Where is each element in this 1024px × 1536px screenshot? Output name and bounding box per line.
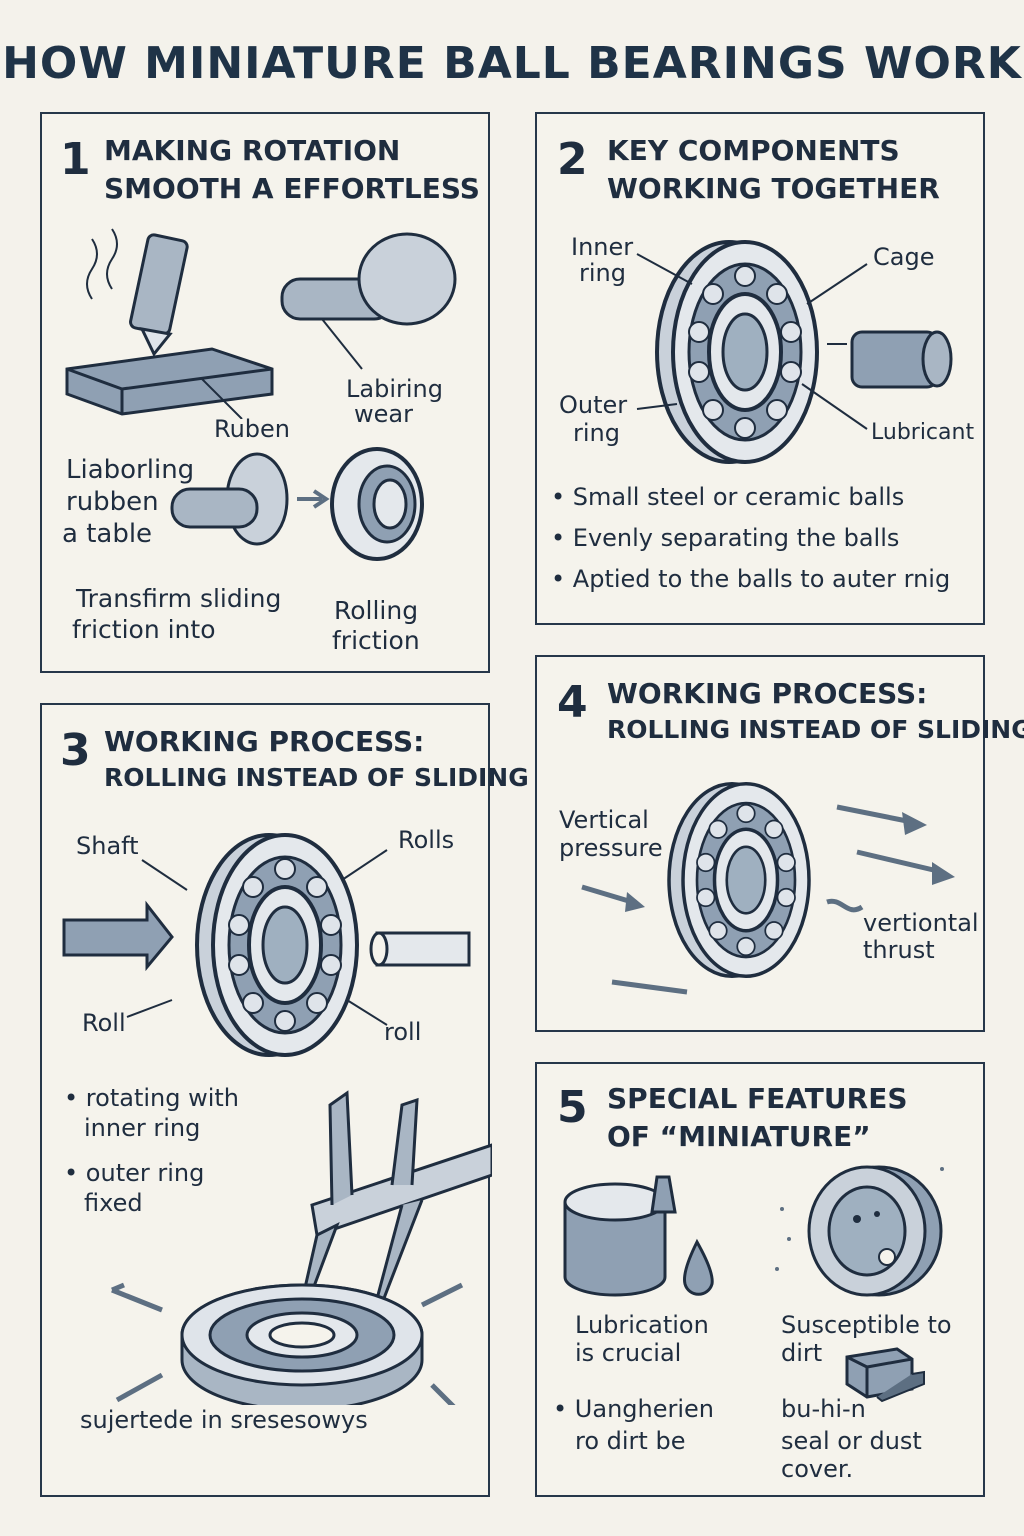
bullet-1: • Small steel or ceramic balls bbox=[551, 483, 905, 511]
panel-title-line2: ROLLING INSTEAD OF SLIDING bbox=[607, 715, 1024, 744]
panel-number: 1 bbox=[60, 134, 91, 185]
panel-5-special-features: 5 SPECIAL FEATURES OF “MINIATURE” Lubric… bbox=[535, 1062, 985, 1497]
sliding-tool-illustration bbox=[65, 228, 457, 419]
shaft-to-bearing-illustration bbox=[170, 447, 424, 561]
label-inner: Inner bbox=[571, 233, 634, 261]
label-transfirm-sliding: Transfirm sliding bbox=[76, 584, 282, 613]
roller-illustration bbox=[850, 330, 953, 389]
label-cover: cover. bbox=[781, 1455, 854, 1483]
caption: sujertede in sresesowys bbox=[80, 1406, 368, 1434]
bullet-text: Small steel or ceramic balls bbox=[572, 483, 905, 511]
panel-number: 4 bbox=[557, 677, 588, 728]
shaft-and-arrows bbox=[62, 849, 471, 1026]
label-rubben: rubben bbox=[66, 487, 159, 517]
label-roll-lower: roll bbox=[384, 1018, 422, 1046]
label-roll: Roll bbox=[82, 1009, 126, 1037]
label-lubrication: Lubrication bbox=[575, 1311, 709, 1339]
label-is-crucial: is crucial bbox=[575, 1339, 682, 1367]
dirty-bearing-illustration bbox=[775, 1165, 944, 1297]
label-cage: Cage bbox=[873, 243, 935, 271]
label-susceptible: Susceptible to bbox=[781, 1311, 952, 1339]
label-friction: friction bbox=[332, 626, 420, 655]
panel-number: 5 bbox=[557, 1082, 588, 1133]
panel-2-key-components: 2 KEY COMPONENTS WORKING TOGETHER Inner … bbox=[535, 112, 985, 625]
label-shaft: Shaft bbox=[76, 832, 139, 860]
bullet-text: Aptied to the balls to auter rnig bbox=[572, 565, 951, 593]
label-vertiontal: vertiontal bbox=[863, 909, 979, 937]
label-friction-into: friction into bbox=[72, 615, 216, 644]
bullet-text: rotating with bbox=[85, 1084, 240, 1112]
label-outer: Outer bbox=[559, 391, 628, 419]
label-a-table: a table bbox=[62, 519, 153, 549]
panel-title-line2: ROLLING INSTEAD OF SLIDING bbox=[104, 763, 529, 792]
seal-block-illustration bbox=[845, 1347, 925, 1403]
bullet-text: Uangherien bbox=[574, 1395, 715, 1423]
bullet-outer-ring-cont: fixed bbox=[84, 1189, 143, 1217]
bullet-outer-ring: • outer ring bbox=[64, 1159, 205, 1187]
caliper-measuring-bearing-illustration bbox=[111, 1090, 492, 1405]
bullet-rotating-cont: inner ring bbox=[84, 1114, 201, 1142]
leader-lines bbox=[636, 253, 868, 430]
label-pressure: pressure bbox=[559, 834, 663, 862]
label-vertical: Vertical bbox=[559, 806, 649, 834]
label-rolling: Rolling bbox=[334, 596, 419, 625]
panel-title-line2: OF “MINIATURE” bbox=[607, 1120, 871, 1153]
panel-title-line2: WORKING TOGETHER bbox=[607, 172, 940, 205]
label-rolls: Rolls bbox=[398, 826, 455, 854]
bullet-uangherien: • Uangherien bbox=[553, 1395, 715, 1423]
page-title: HOW MINIATURE BALL BEARINGS WORK bbox=[2, 38, 1022, 89]
panel-title-line2: SMOOTH A EFFORTLESS bbox=[104, 172, 480, 205]
label-thrust: thrust bbox=[863, 936, 935, 964]
panel-title-line1: WORKING PROCESS: bbox=[607, 677, 928, 710]
label-liaborling: Liaborling bbox=[66, 455, 195, 485]
bullet-text: outer ring bbox=[85, 1159, 205, 1187]
panel-title-line1: WORKING PROCESS: bbox=[104, 725, 425, 758]
bullet-rotating: • rotating with bbox=[64, 1084, 240, 1112]
label-outer-ring: ring bbox=[573, 419, 620, 447]
panel-title-line1: KEY COMPONENTS bbox=[607, 134, 900, 167]
bullet-2: • Evenly separating the balls bbox=[551, 524, 900, 552]
panel-4-working-process: 4 WORKING PROCESS: ROLLING INSTEAD OF SL… bbox=[535, 655, 1024, 1032]
panel-title-line1: MAKING ROTATION bbox=[104, 134, 401, 167]
label-ruben: Ruben bbox=[214, 415, 291, 443]
panel-1-making-rotation: 1 MAKING ROTATION SMOOTH A EFFORTLESS Ru… bbox=[40, 112, 490, 673]
panel-number: 3 bbox=[60, 725, 91, 776]
label-seal-or-dust: seal or dust bbox=[781, 1427, 922, 1455]
panel-3-working-process: 3 WORKING PROCESS: ROLLING INSTEAD OF SL… bbox=[40, 703, 529, 1497]
label-wear: wear bbox=[354, 400, 413, 428]
force-arrows bbox=[581, 804, 955, 995]
lubricant-can-illustration bbox=[563, 1175, 714, 1297]
label-lubricant: Lubricant bbox=[871, 420, 975, 445]
bullet-3: • Aptied to the balls to auter rnig bbox=[551, 565, 951, 593]
label-bu-hi-n: bu-hi-n bbox=[781, 1395, 866, 1423]
label-inner-ring: ring bbox=[579, 259, 626, 287]
bullet-text: Evenly separating the balls bbox=[572, 524, 900, 552]
panel-title-line1: SPECIAL FEATURES bbox=[607, 1082, 908, 1115]
label-labiring: Labiring bbox=[346, 375, 443, 403]
bullet-uangherien-cont: ro dirt be bbox=[575, 1427, 686, 1455]
panel-number: 2 bbox=[557, 134, 588, 185]
label-dirt: dirt bbox=[781, 1339, 823, 1367]
